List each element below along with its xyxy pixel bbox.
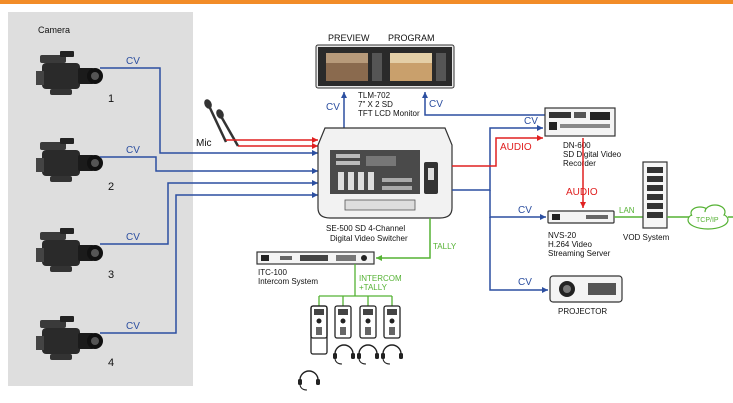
camera-4-number: 4 [108, 357, 114, 369]
intercom-distribution-line [318, 264, 393, 306]
headset-4-icon [380, 344, 404, 365]
camera-2-cv-line [100, 156, 318, 174]
switcher-to-recorder-audio-line [452, 135, 543, 167]
switcher-model: SE-500 SD 4-Channel [326, 224, 405, 233]
streaming-audio-label: AUDIO [566, 187, 598, 198]
streaming-desc-2: Streaming Server [548, 249, 611, 258]
camera-4-cv-label: CV [126, 321, 140, 332]
intercom-model: ITC-100 [258, 268, 287, 277]
monitor-cv-in-label: CV [326, 102, 340, 113]
intercom-desc: Intercom System [258, 277, 318, 286]
beltpack-3-icon [359, 305, 377, 339]
camera-1-cv-label: CV [126, 56, 140, 67]
camera-2-cv-label: CV [126, 145, 140, 156]
beltpack-4-icon [383, 305, 401, 339]
camera-3-cv-line [100, 180, 318, 245]
mic-icon [204, 99, 240, 147]
projector-icon [549, 275, 623, 303]
camera-3-number: 3 [108, 269, 114, 281]
network-cloud-icon [687, 204, 729, 230]
camera-2-number: 2 [108, 181, 114, 193]
camera-1-cv-line [100, 67, 318, 156]
mic-label: Mic [196, 138, 212, 149]
camera-panel-title: Camera [38, 25, 70, 35]
recorder-to-monitor-line [422, 92, 545, 116]
switcher-to-projector-line [489, 217, 548, 293]
recorder-desc-2: Recorder [563, 159, 596, 168]
camera-4-cv-line [100, 192, 318, 334]
headset-3-icon [356, 344, 380, 365]
headset-2-icon [332, 344, 356, 365]
switcher-desc: Digital Video Switcher [330, 234, 408, 243]
lan-label: LAN [619, 206, 635, 215]
recorder-desc-1: SD Digital Video [563, 150, 622, 159]
beltpack-1-icon [310, 305, 328, 355]
beltpack-2-icon [334, 305, 352, 339]
monitor-cv-out-label: CV [429, 99, 443, 110]
switcher-to-recorder-line [452, 125, 543, 191]
lcd-monitor-icon [315, 44, 455, 89]
tally-line [376, 218, 431, 261]
projector-label: PROJECTOR [558, 307, 607, 316]
recorder-audio-label: AUDIO [500, 142, 532, 153]
preview-label: PREVIEW [328, 33, 370, 43]
program-label: PROGRAM [388, 33, 435, 43]
recorder-model: DN-600 [563, 141, 591, 150]
monitor-desc-2: TFT LCD Monitor [358, 109, 420, 118]
cloud-label: TCP/IP [696, 217, 719, 224]
streaming-desc-1: H.264 Video [548, 240, 592, 249]
streaming-model: NVS-20 [548, 231, 577, 240]
projector-cv-label: CV [518, 277, 532, 288]
monitor-desc-1: 7" X 2 SD [358, 100, 393, 109]
streaming-server-icon [547, 210, 615, 224]
streaming-cv-label: CV [518, 205, 532, 216]
camera-3-cv-label: CV [126, 232, 140, 243]
recorder-cv-label: CV [524, 116, 538, 127]
monitor-model: TLM-702 [358, 91, 391, 100]
vod-server-icon [642, 161, 668, 229]
intercom-unit-icon [256, 251, 375, 265]
video-recorder-icon [544, 107, 616, 137]
headset-1-icon [297, 370, 321, 391]
accent-bar [0, 0, 733, 4]
video-switcher-icon [317, 127, 453, 219]
tally-label: TALLY [433, 242, 457, 251]
vod-label: VOD System [623, 233, 670, 242]
intercom-link-label-1: INTERCOM [359, 274, 402, 283]
camera-1-number: 1 [108, 93, 114, 105]
intercom-link-label-2: +TALLY [359, 283, 388, 292]
